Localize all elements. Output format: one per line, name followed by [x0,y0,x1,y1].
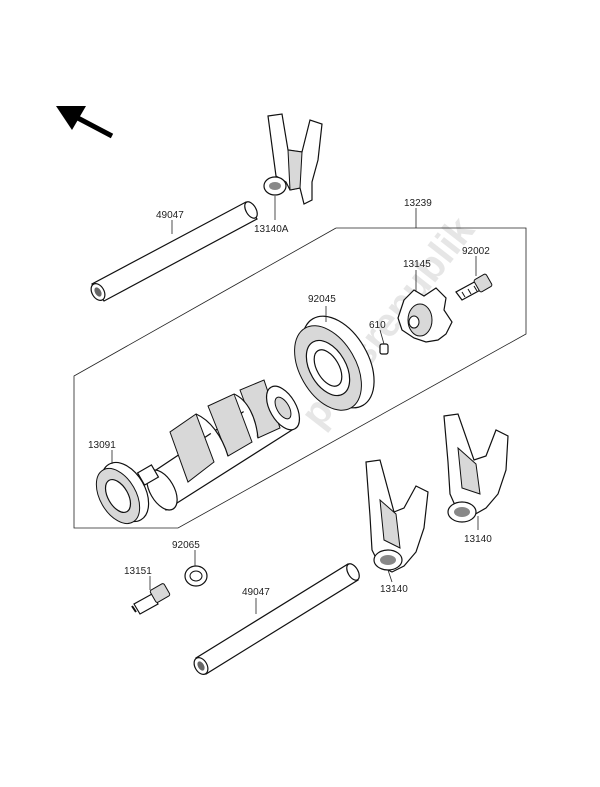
shift-drum[interactable] [136,379,307,515]
large-bearing[interactable] [281,304,389,422]
stopper-plate[interactable] [397,287,453,343]
washer[interactable] [184,565,208,587]
label-fork-mid: 13140 [380,584,408,595]
label-fork-top: 13140A [254,224,289,235]
label-shaft-top: 49047 [156,210,184,221]
assembly-bracket [73,227,527,529]
shift-fork-mid[interactable] [365,459,429,573]
label-shaft-bottom: 49047 [242,587,270,598]
shift-fork-top[interactable] [263,113,323,205]
shift-shaft-bottom[interactable] [191,562,362,677]
label-drum-bearing: 13091 [88,440,116,451]
pin[interactable] [379,343,389,355]
label-drum-assembly: 13239 [404,198,432,209]
shift-fork-right[interactable] [443,413,509,523]
label-fork-right: 13140 [464,534,492,545]
bolt[interactable] [455,273,493,301]
label-bearing: 92045 [308,294,336,305]
label-washer: 92065 [172,540,200,551]
label-neutral-switch: 13151 [124,566,152,577]
leader-lines [111,196,479,614]
drum-bearing[interactable] [87,454,158,531]
neutral-switch[interactable] [131,583,171,615]
label-bolt: 92002 [462,246,490,257]
direction-arrow-icon [56,106,114,139]
label-stopper-plate: 13145 [403,259,431,270]
shift-shaft-top[interactable] [88,200,260,303]
label-pin: 610 [369,320,386,331]
